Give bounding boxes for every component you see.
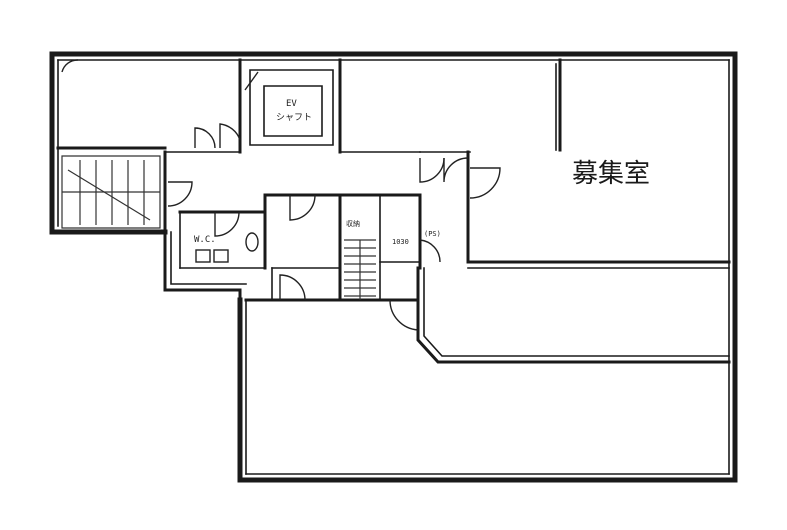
ev-shaft-label-2: シャフト — [276, 113, 312, 123]
ev-shaft-label: EV — [286, 99, 297, 109]
toilet-icon — [245, 232, 259, 252]
wc-fixtures — [195, 232, 259, 263]
door-corridor-2 — [219, 123, 241, 148]
small-room-dim-label: 1030 — [392, 238, 409, 246]
doors — [61, 59, 501, 331]
door-main — [419, 157, 445, 183]
door-lower-2 — [389, 299, 419, 331]
door-wc — [214, 211, 240, 237]
door-recruit — [469, 167, 501, 199]
sink-icon — [195, 249, 211, 263]
door-top-left — [61, 59, 79, 73]
door-small — [419, 239, 441, 263]
door-lower-1 — [279, 274, 306, 301]
interior-walls — [56, 58, 731, 364]
door-corridor-1 — [194, 127, 216, 149]
door-ps — [289, 194, 316, 221]
recruiting-room-label: 募集室 — [572, 159, 650, 189]
outer-walls — [49, 51, 738, 483]
door-stair-block — [167, 181, 193, 207]
small-room-label: 収納 — [346, 219, 360, 228]
staircase-left — [61, 155, 161, 229]
small-room-ps-label: (PS) — [424, 230, 441, 238]
sink-icon-2 — [213, 249, 229, 263]
door-ev — [244, 71, 259, 91]
wc-label: W.C. — [194, 235, 216, 245]
door-main-2 — [443, 157, 469, 183]
staircase-core — [344, 239, 376, 300]
